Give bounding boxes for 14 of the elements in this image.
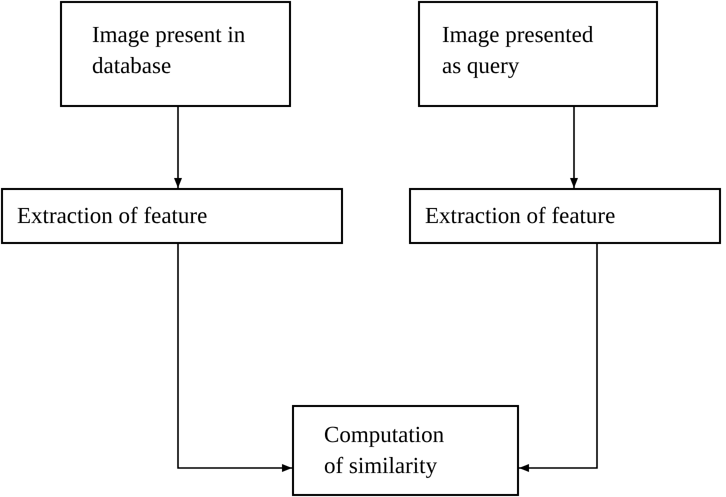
box-label: Image presented as query bbox=[442, 21, 594, 80]
box-label: Computation of similarity bbox=[324, 421, 446, 480]
box-label: Extraction of feature bbox=[17, 202, 208, 230]
process-box bbox=[292, 405, 519, 496]
process-box bbox=[409, 188, 721, 244]
box-label: Extraction of feature bbox=[425, 202, 616, 230]
arrow bbox=[174, 107, 182, 188]
process-box bbox=[1, 188, 343, 244]
arrow bbox=[570, 107, 578, 188]
process-box bbox=[418, 1, 658, 107]
arrow bbox=[177, 244, 292, 472]
arrow bbox=[519, 244, 598, 472]
process-box bbox=[60, 1, 291, 107]
box-label: Image present in database bbox=[92, 21, 246, 80]
